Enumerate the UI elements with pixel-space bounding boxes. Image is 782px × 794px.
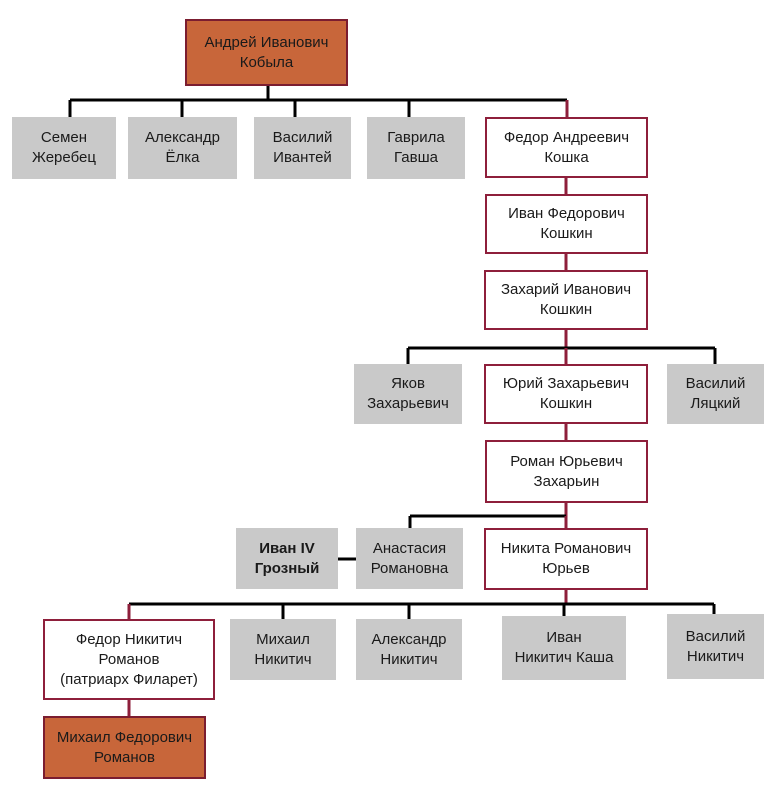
person-andrey-kobyla: Андрей Иванович Кобыла (185, 19, 348, 86)
person-fedor-koshka: Федор Андреевич Кошка (485, 117, 648, 178)
person-vasily-ivantey: Василий Ивантей (254, 117, 351, 179)
person-yakov-zakharyevich: Яков Захарьевич (354, 364, 462, 424)
person-ivan-kasha: Иван Никитич Каша (502, 616, 626, 680)
person-mikhail-romanov: Михаил Федорович Романов (43, 716, 206, 779)
person-ivan-grozny: Иван IV Грозный (236, 528, 338, 589)
person-roman-zakharin: Роман Юрьевич Захарьин (485, 440, 648, 503)
person-vasily-nikitich: Василий Никитич (667, 614, 764, 679)
person-ivan-koshkin: Иван Федорович Кошкин (485, 194, 648, 254)
person-anastasia-romanovna: Анастасия Романовна (356, 528, 463, 589)
person-aleksandr-elka: Александр Ёлка (128, 117, 237, 179)
person-zakhary-koshkin: Захарий Иванович Кошкин (484, 270, 648, 330)
person-gavrila-gavsha: Гаврила Гавша (367, 117, 465, 179)
person-nikita-yuryev: Никита Романович Юрьев (484, 528, 648, 590)
person-yury-koshkin: Юрий Захарьевич Кошкин (484, 364, 648, 424)
person-semen-zherebets: Семен Жеребец (12, 117, 116, 179)
person-fedor-filaret: Федор Никитич Романов (патриарх Филарет) (43, 619, 215, 700)
person-mikhail-nikitich: Михаил Никитич (230, 619, 336, 680)
person-aleksandr-nikitich: Александр Никитич (356, 619, 462, 680)
person-vasily-lyatsky: Василий Ляцкий (667, 364, 764, 424)
